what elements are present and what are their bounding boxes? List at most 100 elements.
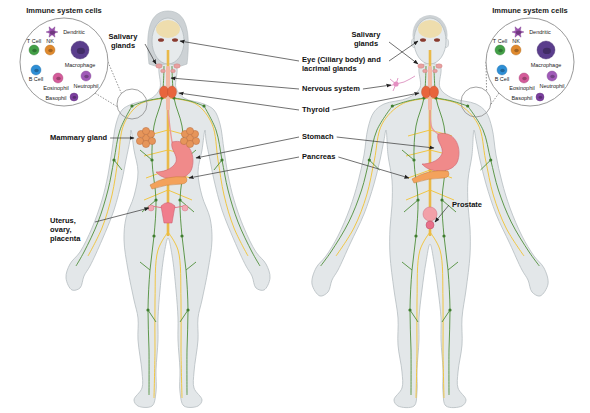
organ-label: Uterus, ovary, placenta: [50, 216, 92, 243]
salivary-gland: [161, 69, 166, 73]
cell-label: Neutrophil: [539, 83, 564, 89]
cell-nucleus: [500, 69, 505, 73]
cell-label: T Cell: [27, 38, 41, 44]
lymph-node: [391, 104, 394, 107]
salivary-gland: [174, 64, 180, 68]
organ-label: Eye (Ciliary body) and lacrimal glands: [302, 55, 386, 73]
lymph-node: [180, 234, 183, 237]
lymph-vessel: [402, 262, 412, 270]
leader-line: [180, 41, 299, 61]
cell-nucleus: [50, 31, 55, 35]
leader-line: [389, 41, 418, 61]
lymph-vessel: [76, 106, 132, 266]
lymph-vessel: [214, 160, 222, 170]
cell-symbol: [519, 73, 529, 83]
lymph-node: [152, 234, 155, 237]
organ-label: Salivary glands: [346, 30, 386, 48]
oesophagus: [430, 110, 438, 134]
cell-symbol: [512, 27, 524, 37]
cell-nucleus: [514, 49, 519, 53]
cell-label: Dendritic: [529, 29, 551, 35]
mammary-lobule: [142, 140, 149, 147]
cell-label: Macrophage: [65, 62, 96, 68]
cell-label: T Cell: [493, 38, 507, 44]
leader-line: [363, 85, 391, 89]
inset-art: [478, 6, 582, 108]
cell-symbol: [537, 41, 555, 59]
nerve: [144, 150, 168, 156]
eye: [172, 38, 178, 42]
neuron-icon: [389, 76, 415, 91]
inset-art: [12, 6, 116, 108]
cell-label: Basophil: [45, 95, 66, 101]
lymph-vessel: [174, 98, 204, 106]
mammary-lobule: [186, 140, 193, 147]
lymph-node: [440, 198, 443, 201]
brain: [156, 20, 180, 38]
nerve: [154, 232, 168, 398]
cell-nucleus: [48, 49, 53, 53]
leader-lines: [95, 41, 449, 222]
immune-cells-inset: Immune system cellsDendriticT CellNKMacr…: [12, 6, 116, 108]
cell-nucleus: [73, 96, 77, 99]
ovary: [182, 205, 188, 211]
cell-label: B Cell: [495, 76, 510, 82]
inset-circle: [486, 18, 574, 106]
lymph-node: [466, 104, 469, 107]
eye: [434, 38, 440, 42]
lymph-node: [448, 308, 451, 311]
cell-symbol: [45, 45, 55, 55]
bladder: [423, 207, 437, 221]
lymph-node: [412, 158, 415, 161]
lymph-node: [146, 308, 149, 311]
salivary-gland: [156, 64, 162, 68]
cell-nucleus: [34, 69, 39, 73]
pancreas: [150, 177, 187, 189]
lymph-vessel: [434, 66, 450, 395]
cell-nucleus: [522, 77, 527, 81]
cell-nucleus: [516, 31, 521, 35]
cell-symbol: [495, 45, 505, 55]
lymph-node: [178, 198, 181, 201]
lymph-vessel: [180, 310, 188, 322]
lymph-node: [186, 308, 189, 311]
salivary-gland: [423, 69, 428, 73]
lymph-vessel: [172, 66, 188, 395]
mammary-lobule: [186, 127, 193, 134]
immune-cells-inset: Immune system cellsDendriticT CellNKMacr…: [478, 6, 582, 108]
leader-line: [171, 78, 299, 89]
lymph-vessel: [114, 160, 122, 170]
cell-symbol: [536, 93, 544, 101]
leader-line: [95, 208, 149, 222]
lymph-vessel: [410, 66, 426, 395]
cell-label: Neutrophil: [73, 83, 98, 89]
cell-nucleus: [84, 75, 89, 79]
organ-label: Stomach: [302, 132, 334, 141]
leader-line: [435, 205, 449, 222]
zoom-circle: [461, 87, 491, 117]
salivary-gland: [171, 69, 176, 73]
cell-symbol: [497, 65, 507, 75]
lymph-vessel: [402, 150, 414, 160]
lymph-node: [489, 158, 492, 161]
cell-label: Dendritic: [63, 29, 85, 35]
pancreas: [412, 171, 449, 183]
zoom-circle: [117, 89, 147, 119]
lymph-node: [368, 158, 371, 161]
inset-circle: [20, 18, 108, 106]
cell-nucleus: [77, 48, 85, 54]
cell-symbol: [70, 93, 78, 101]
lymph-vessel: [468, 106, 540, 266]
cell-symbol: [547, 71, 557, 81]
nerve: [408, 130, 430, 136]
lymph-vessel: [148, 310, 156, 322]
thyroid: [430, 86, 439, 98]
cell-symbol: [71, 41, 89, 59]
organ-label: Thyroid: [302, 105, 330, 114]
lymph-node: [414, 234, 417, 237]
cell-label: B Cell: [29, 76, 44, 82]
lymph-vessel: [480, 160, 490, 170]
lymph-vessel: [140, 150, 152, 160]
cell-nucleus: [543, 48, 551, 54]
cell-label: Macrophage: [531, 62, 562, 68]
